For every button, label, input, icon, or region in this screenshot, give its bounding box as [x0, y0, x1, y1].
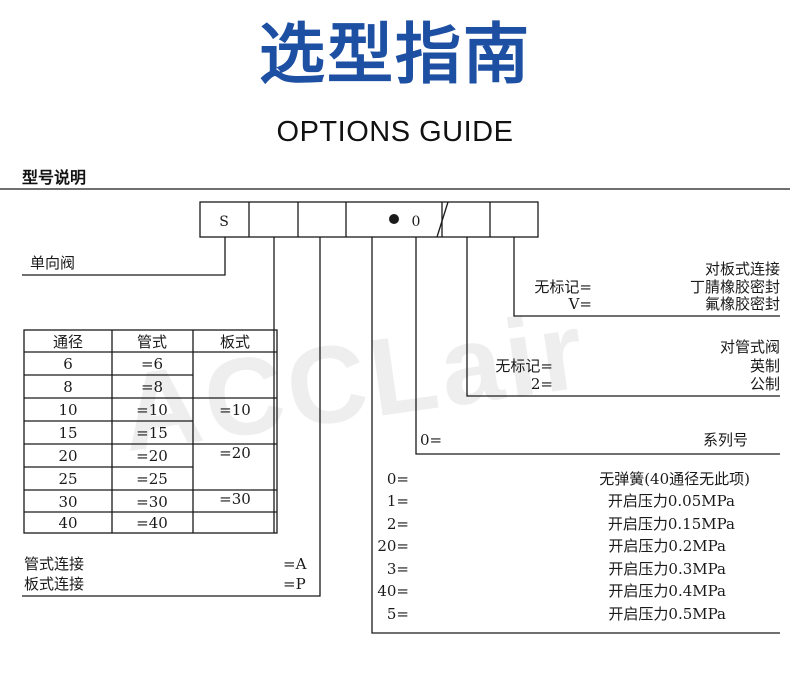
thread-title: 对管式阀 — [720, 338, 780, 356]
section-title: 型号说明 — [22, 168, 87, 187]
size-table — [23, 329, 278, 534]
table-cell: 15 — [58, 424, 77, 442]
thread-desc: 公制 — [750, 375, 780, 393]
table-header: 管式 — [137, 333, 167, 351]
leader-seal — [513, 237, 780, 317]
conn-pipe-code: =A — [283, 555, 307, 573]
spring-desc: 开启压力0.15MPa — [608, 515, 735, 533]
spring-desc: 开启压力0.05MPa — [608, 492, 735, 510]
leader-spring — [371, 237, 780, 634]
leader-connection — [22, 237, 321, 597]
spring-desc: 开启压力0.4MPa — [608, 582, 726, 600]
table-cell: 6 — [63, 355, 73, 373]
leader-series — [415, 237, 780, 455]
code-box-series-letter: S — [219, 214, 229, 230]
code-box-frame — [199, 201, 539, 238]
table-cell: 40 — [58, 514, 77, 532]
table-header: 通径 — [53, 333, 83, 351]
table-cell: =30 — [136, 493, 168, 511]
spring-code: 2= — [387, 515, 409, 533]
thread-code: 2= — [531, 375, 553, 393]
leader-valve-type — [22, 237, 226, 276]
seal-title: 对板式连接 — [705, 260, 780, 278]
table-cell: =8 — [141, 378, 163, 396]
table-cell: =20 — [219, 444, 251, 462]
table-cell: =10 — [219, 401, 251, 419]
table-cell: 20 — [58, 447, 77, 465]
spring-code: 1= — [387, 492, 409, 510]
table-cell: 30 — [58, 493, 77, 511]
spring-code: 0= — [387, 470, 409, 488]
spring-code: 3= — [387, 560, 409, 578]
spring-code: 5= — [387, 605, 409, 623]
spring-desc: 开启压力0.2MPa — [608, 537, 726, 555]
spring-code: 40= — [377, 582, 409, 600]
page-title: 选型指南 — [259, 16, 531, 93]
valve-type-label: 单向阀 — [30, 254, 75, 272]
table-cell: =40 — [136, 514, 168, 532]
table-header: 板式 — [220, 333, 250, 351]
table-cell: 8 — [63, 378, 73, 396]
table-cell: =30 — [219, 490, 251, 508]
thread-code: 无标记= — [495, 357, 553, 375]
code-slash — [436, 201, 449, 238]
spring-desc: 无弹簧(40通径无此项) — [599, 470, 750, 488]
thread-desc: 英制 — [750, 357, 780, 375]
seal-code: V= — [568, 295, 592, 313]
seal-desc: 氟橡胶密封 — [705, 295, 780, 313]
series-code: 0= — [420, 431, 442, 449]
conn-plate-code: =P — [283, 575, 306, 593]
table-cell: =25 — [136, 470, 168, 488]
table-cell: 25 — [58, 470, 77, 488]
conn-pipe-label: 管式连接 — [24, 555, 84, 573]
page-subtitle: OPTIONS GUIDE — [276, 116, 514, 148]
spring-desc: 开启压力0.3MPa — [608, 560, 726, 578]
series-label: 系列号 — [703, 431, 748, 449]
code-dot — [389, 214, 399, 224]
table-cell: =15 — [136, 424, 168, 442]
leader-thread — [466, 237, 780, 397]
conn-plate-label: 板式连接 — [24, 575, 84, 593]
seal-code: 无标记= — [534, 278, 592, 296]
code-box-series-number: 0 — [412, 214, 421, 230]
spring-desc: 开启压力0.5MPa — [608, 605, 726, 623]
spring-code: 20= — [377, 537, 409, 555]
table-cell: 10 — [58, 401, 77, 419]
table-cell: =20 — [136, 447, 168, 465]
table-cell: =10 — [136, 401, 168, 419]
table-cell: =6 — [141, 355, 163, 373]
seal-desc: 丁腈橡胶密封 — [690, 278, 780, 296]
